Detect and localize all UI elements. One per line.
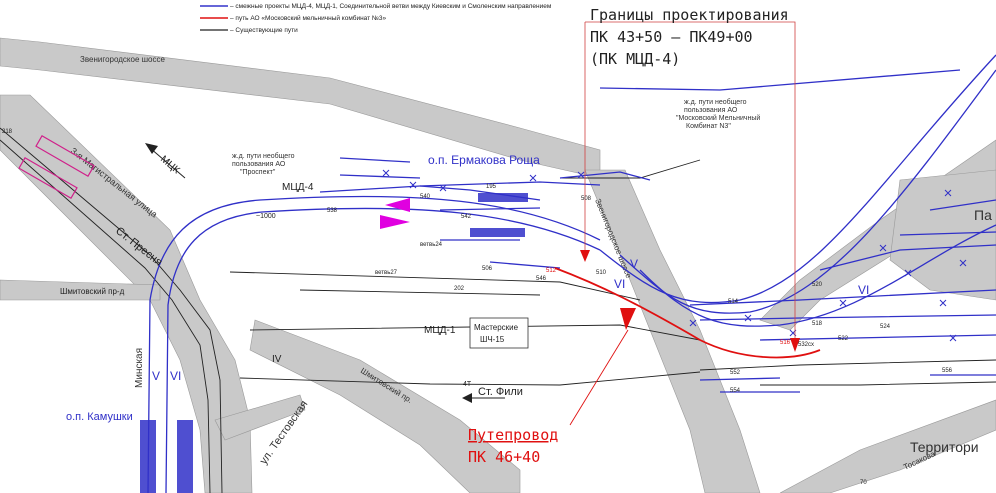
station-mik: МЦК (158, 154, 182, 176)
roman-iv: IV (272, 354, 282, 365)
roman-v-left: V (152, 369, 160, 383)
num-546: 546 (536, 276, 547, 282)
station-ermakova: о.п. Ермакова Роща (428, 153, 540, 167)
num-532: 532сх (798, 342, 814, 348)
platforms (18, 134, 528, 493)
station-kamushki: о.п. Камушки (66, 411, 133, 423)
direction-arrow-1 (385, 198, 410, 212)
boundary-marker-right (790, 338, 800, 352)
mik-arrow-line (149, 147, 186, 179)
num-556: 556 (942, 368, 953, 374)
note-mmk-2: пользования АО (684, 107, 738, 114)
num-508: 508 (581, 196, 592, 202)
num-512: 512 (546, 268, 557, 274)
num-70: 70 (860, 480, 867, 486)
roman-v-mid: V (630, 257, 638, 271)
street-zvenigorod: Звенигородское шоссе (80, 55, 165, 64)
label-mcd1: МЦД-1 (424, 325, 456, 336)
note-mmk-3: "Московский Мельничный (676, 114, 760, 122)
street-shmitov: Шмитовский пр-д (60, 287, 125, 296)
note-prospekt-2: пользования АО (232, 161, 286, 168)
num-524: 524 (880, 324, 891, 330)
overpass-leader (569, 329, 629, 426)
num-554: 554 (730, 388, 741, 394)
label-pa: Па (974, 207, 992, 223)
mik-arrow-head (145, 143, 158, 154)
fili-arrow-head (462, 393, 472, 403)
num-520: 520 (812, 282, 823, 288)
label-km1000: ~1000 (256, 213, 276, 220)
direction-arrow-2 (380, 215, 410, 229)
note-mmk-1: ж.д. пути необщего (684, 98, 747, 106)
roman-vi-right: VI (858, 283, 869, 297)
boundary-code: (ПК МЦД-4) (590, 50, 680, 68)
legend-text-3: – Существующие пути (230, 27, 298, 34)
num-518: 518 (812, 321, 823, 327)
boundary-title: Границы проектирования (590, 6, 789, 24)
note-prospekt-1: ж.д. пути необщего (232, 152, 295, 160)
track-numbers: 218 195 202 538 540 542 546 506 508 510 … (2, 129, 953, 486)
workshop-label-1: Мастерские (474, 323, 519, 332)
num-218: 218 (2, 129, 13, 135)
label-vetv24: ветвь24 (420, 242, 443, 248)
label-4t: 4Т (463, 381, 472, 388)
legend-text-1: – смежные проекты МЦД-4, МЦД-1, Соединит… (230, 2, 552, 10)
label-territory: Территори (910, 439, 979, 455)
overpass-title: Путепровод (468, 426, 558, 444)
num-202: 202 (454, 286, 465, 292)
roman-vi-mid: VI (614, 277, 625, 291)
num-195: 195 (486, 184, 497, 190)
label-vetv27: ветвь27 (375, 270, 398, 276)
workshop-label-2: ШЧ-15 (480, 335, 505, 344)
num-506: 506 (482, 266, 493, 272)
num-514: 514 (728, 299, 739, 305)
num-516: 516 (780, 340, 791, 346)
num-538: 538 (327, 208, 338, 214)
num-542: 542 (461, 214, 472, 220)
workshop-box (469, 317, 529, 349)
overpass-pk: ПК 46+40 (468, 448, 540, 466)
overpass-marker (620, 308, 636, 330)
station-fili: Ст. Фили (478, 386, 523, 398)
num-522: 522 (838, 336, 849, 342)
track-roman: V VI V VI VI IV (152, 257, 869, 383)
roads (0, 37, 996, 493)
boundary-range: ПК 43+50 – ПК49+00 (590, 28, 753, 46)
design-boundary (584, 21, 796, 345)
mmk-track (554, 267, 821, 359)
num-540: 540 (420, 194, 431, 200)
legend-text-2: – путь АО «Московский мельничный комбина… (230, 14, 387, 22)
num-552: 552 (730, 370, 741, 376)
boundary-marker-left (580, 250, 590, 262)
label-mcd4: МЦД-4 (282, 182, 314, 193)
note-mmk-4: Комбинат N3" (686, 122, 731, 130)
mcd-tracks (147, 54, 996, 493)
street-minskaya: Минская (134, 348, 145, 388)
num-510: 510 (596, 270, 607, 276)
note-prospekt-3: "Проспект" (240, 169, 276, 176)
legend: – смежные проекты МЦД-4, МЦД-1, Соединит… (200, 2, 552, 34)
roman-vi-left: VI (170, 369, 181, 383)
